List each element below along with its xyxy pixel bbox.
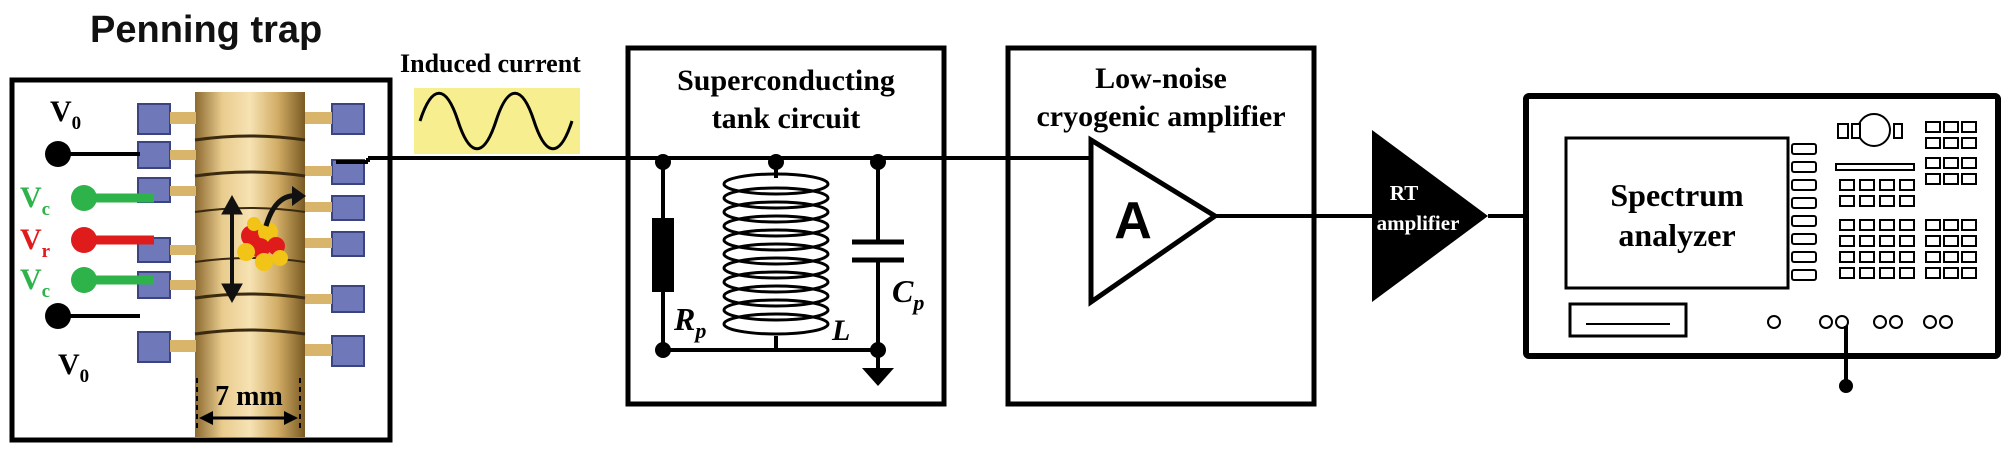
- lna-title-line1: Low-noise: [1095, 62, 1227, 95]
- rt-amplifier-icon: [1372, 130, 1488, 302]
- analyzer-knob-icon: [1837, 113, 1903, 147]
- v0-top-label: V0: [50, 95, 81, 134]
- vc-top-label: Vc: [20, 181, 50, 220]
- axial-motion-arrow: [221, 194, 243, 304]
- junction-dots: [655, 154, 886, 358]
- lna-triangle-icon: [1088, 135, 1220, 307]
- analyzer-screen: [1564, 136, 1790, 290]
- vr-label: Vr: [20, 223, 51, 262]
- analyzer-connectors: [1767, 315, 1953, 329]
- analyzer-output-cable: [1839, 326, 1853, 393]
- rp-label: Rp: [673, 301, 706, 343]
- cp-label: Cp: [892, 273, 924, 315]
- lna-symbol: A: [1114, 192, 1152, 250]
- rt-amplifier-line1: RT: [1390, 181, 1418, 205]
- inductor-l-icon: [722, 172, 830, 336]
- l-label: L: [831, 314, 850, 347]
- lna-box: [1005, 45, 1317, 407]
- analyzer-keypad: [1835, 121, 1977, 279]
- vr-terminal: [71, 227, 154, 253]
- v0-bottom-terminal: [45, 303, 140, 329]
- ground-icon: [862, 368, 894, 386]
- rt-amplifier-line2: amplifier: [1377, 211, 1460, 235]
- analyzer-disk-slot: [1568, 302, 1688, 338]
- penning-trap-title: Penning trap: [90, 9, 322, 51]
- v0-top-terminal: [45, 141, 140, 167]
- analyzer-line1: Spectrum: [1610, 177, 1744, 213]
- resistor-rp-icon: [652, 218, 674, 292]
- ion-cloud-icon: [237, 186, 306, 271]
- v0-bottom-label: V0: [58, 348, 89, 387]
- tank-circuit-box: [625, 45, 947, 407]
- analyzer-softkeys: [1791, 143, 1817, 281]
- vc-top-terminal: [71, 185, 154, 211]
- lna-title-line2: cryogenic amplifier: [1036, 100, 1285, 133]
- capacitor-cp-icon: [852, 239, 904, 263]
- sine-wave-icon: [418, 91, 574, 151]
- vc-bottom-label: Vc: [20, 263, 50, 302]
- tank-circuit-title-line1: Superconducting: [677, 64, 895, 97]
- dimension-label: 7 mm: [215, 381, 283, 412]
- dimension-marker: [196, 378, 301, 428]
- signal-wire: [336, 156, 1526, 218]
- vc-bottom-terminal: [71, 267, 154, 293]
- analyzer-line2: analyzer: [1618, 217, 1735, 253]
- induced-current-label: Induced current: [400, 49, 581, 78]
- tank-circuit-title-line2: tank circuit: [712, 102, 861, 135]
